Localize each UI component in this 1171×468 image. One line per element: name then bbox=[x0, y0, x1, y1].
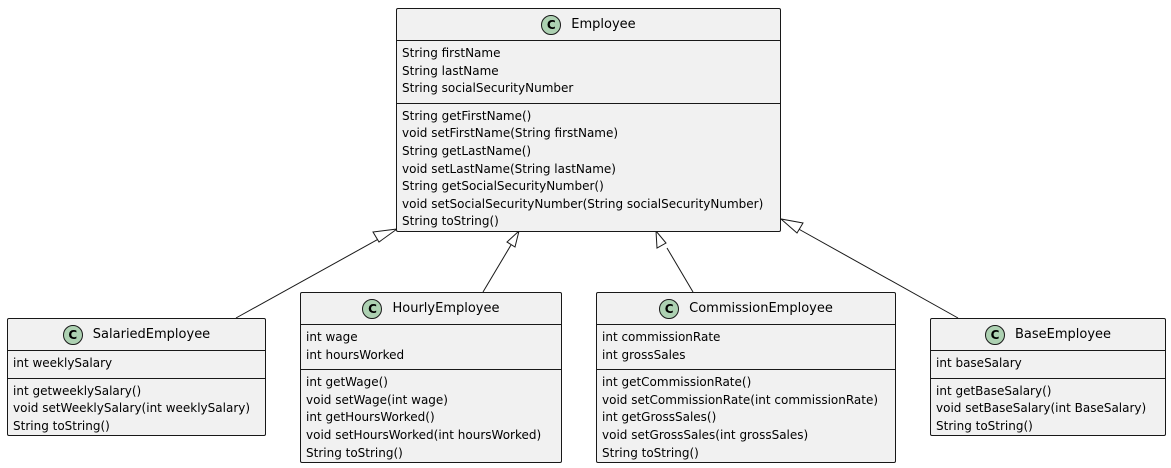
fields-section: int baseSalary bbox=[931, 351, 1165, 378]
fields-section: int wage int hoursWorked bbox=[301, 325, 561, 369]
method: void setFirstName(String firstName) bbox=[402, 126, 619, 141]
edge-commission-to-employee bbox=[666, 247, 694, 293]
method: void setCommissionRate(int commissionRat… bbox=[602, 392, 879, 407]
method: String getFirstName() bbox=[402, 108, 532, 123]
fields-section: int weeklySalary bbox=[8, 351, 265, 378]
class-name: CommissionEmployee bbox=[689, 301, 833, 316]
method: void setHoursWorked(int hoursWorked) bbox=[306, 427, 542, 442]
class-header: C HourlyEmployee bbox=[301, 293, 561, 325]
class-name: HourlyEmployee bbox=[392, 301, 500, 316]
methods-section: String getFirstName() void setFirstName(… bbox=[397, 102, 780, 236]
field: int commissionRate bbox=[602, 330, 721, 344]
method: int getBaseSalary() bbox=[936, 383, 1052, 398]
method: void setWage(int wage) bbox=[306, 392, 448, 407]
method: String getSocialSecurityNumber() bbox=[402, 179, 604, 194]
method: String toString() bbox=[13, 418, 110, 433]
class-c-icon: C bbox=[541, 14, 562, 35]
field: String firstName bbox=[402, 46, 501, 60]
class-c-icon: C bbox=[659, 298, 680, 319]
fields-section: String firstName String lastName String … bbox=[397, 41, 780, 103]
method: int getWage() bbox=[306, 375, 388, 390]
method: int getHoursWorked() bbox=[306, 410, 435, 425]
class-header: C CommissionEmployee bbox=[597, 293, 895, 325]
method: void setSocialSecurityNumber(String soci… bbox=[402, 196, 764, 211]
class-name: BaseEmployee bbox=[1014, 327, 1112, 342]
class-header: C BaseEmployee bbox=[931, 319, 1165, 351]
field: String lastName bbox=[402, 63, 499, 78]
method: int getweeklySalary() bbox=[13, 383, 142, 398]
method: String toString() bbox=[306, 445, 403, 460]
method: void setWeeklySalary(int weeklySalary) bbox=[13, 401, 251, 416]
methods-section: int getCommissionRate() void setCommissi… bbox=[597, 369, 895, 467]
method: void setBaseSalary(int BaseSalary) bbox=[936, 401, 1147, 416]
method: String toString() bbox=[602, 445, 699, 460]
field: int grossSales bbox=[602, 347, 686, 362]
methods-section: int getBaseSalary() void setBaseSalary(i… bbox=[931, 377, 1165, 441]
class-c-icon: C bbox=[362, 298, 383, 319]
method: void setLastName(String lastName) bbox=[402, 161, 616, 176]
methods-section: int getweeklySalary() void setWeeklySala… bbox=[8, 377, 265, 441]
inheritance-arrowhead-hourly bbox=[506, 229, 520, 248]
class-name: Employee bbox=[571, 17, 636, 32]
method: String toString() bbox=[936, 418, 1033, 433]
class-header: C Employee bbox=[397, 9, 780, 41]
method: int getCommissionRate() bbox=[602, 375, 752, 390]
class-salaried-employee: C SalariedEmployee int weeklySalary int … bbox=[7, 318, 266, 436]
class-commission-employee: C CommissionEmployee int commissionRate … bbox=[596, 292, 896, 463]
field: int wage bbox=[306, 330, 358, 344]
method: void setGrossSales(int grossSales) bbox=[602, 427, 809, 442]
edge-base-to-employee bbox=[794, 226, 959, 319]
inheritance-arrowhead-base bbox=[779, 218, 804, 234]
field: int weeklySalary bbox=[13, 356, 113, 370]
class-hourly-employee: C HourlyEmployee int wage int hoursWorke… bbox=[300, 292, 562, 463]
class-header: C SalariedEmployee bbox=[8, 319, 265, 351]
method: int getGrossSales() bbox=[602, 410, 717, 425]
methods-section: int getWage() void setWage(int wage) int… bbox=[301, 369, 561, 467]
method: String toString() bbox=[402, 214, 499, 229]
class-c-icon: C bbox=[984, 324, 1005, 345]
field: String socialSecurityNumber bbox=[402, 81, 574, 96]
field: int hoursWorked bbox=[306, 347, 405, 362]
class-employee: C Employee String firstName String lastN… bbox=[396, 8, 781, 232]
inheritance-arrowhead-salaried bbox=[372, 228, 398, 243]
field: int baseSalary bbox=[936, 356, 1022, 370]
edge-salaried-to-employee bbox=[235, 235, 385, 319]
inheritance-arrowhead-commission bbox=[655, 229, 667, 249]
fields-section: int commissionRate int grossSales bbox=[597, 325, 895, 369]
method: String getLastName() bbox=[402, 143, 532, 158]
class-base-employee: C BaseEmployee int baseSalary int getBas… bbox=[930, 318, 1166, 436]
class-c-icon: C bbox=[62, 324, 83, 345]
class-name: SalariedEmployee bbox=[92, 327, 211, 342]
edge-hourly-to-employee bbox=[482, 244, 512, 293]
